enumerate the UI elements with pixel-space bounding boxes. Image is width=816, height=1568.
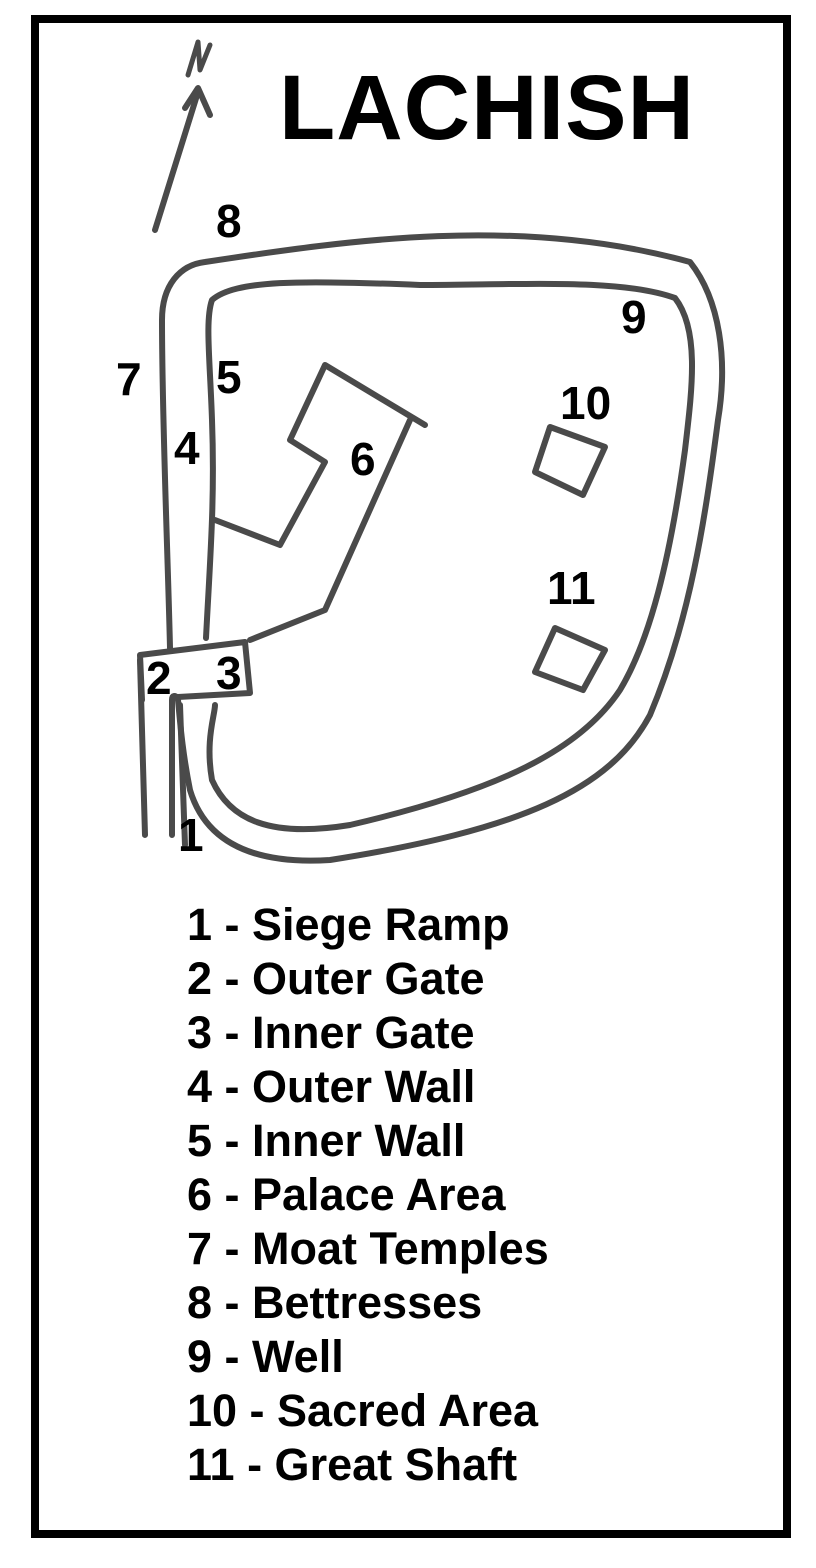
- map-label-8: 8: [216, 195, 242, 247]
- legend-item: 1 - Siege Ramp: [187, 899, 510, 950]
- legend: 1 - Siege Ramp 2 - Outer Gate 3 - Inner …: [187, 898, 549, 1492]
- legend-item: 5 - Inner Wall: [187, 1115, 466, 1166]
- map-label-11: 11: [547, 562, 596, 614]
- map-label-5: 5: [216, 351, 242, 403]
- inner-wall: [203, 279, 695, 833]
- legend-item: 2 - Outer Gate: [187, 953, 485, 1004]
- map-label-6: 6: [350, 433, 376, 485]
- north-label: N: [0, 0, 12, 4]
- legend-item: 7 - Moat Temples: [187, 1223, 549, 1274]
- north-arrow-icon: [152, 39, 213, 233]
- map-label-3: 3: [216, 647, 242, 699]
- map-label-10: 10: [560, 377, 612, 429]
- legend-item: 3 - Inner Gate: [187, 1007, 475, 1058]
- sacred-area: [532, 424, 608, 498]
- map-label-7: 7: [116, 353, 142, 405]
- great-shaft: [532, 625, 608, 693]
- legend-item: 4 - Outer Wall: [187, 1061, 476, 1112]
- legend-item: 8 - Bettresses: [187, 1277, 483, 1328]
- palace-area: [212, 362, 428, 643]
- map-label-1: 1: [178, 809, 204, 861]
- legend-item: 9 - Well: [187, 1331, 344, 1382]
- map-label-9: 9: [621, 291, 647, 343]
- gate-complex: [137, 639, 253, 703]
- map-label-4: 4: [174, 422, 200, 474]
- legend-item: 10 - Sacred Area: [187, 1385, 539, 1436]
- legend-item: 6 - Palace Area: [187, 1169, 506, 1220]
- outer-wall: [159, 232, 726, 864]
- map-label-2: 2: [146, 652, 172, 704]
- map-title: LACHISH: [279, 57, 695, 159]
- map-frame: [31, 15, 791, 1538]
- legend-item: 11 - Great Shaft: [187, 1439, 518, 1490]
